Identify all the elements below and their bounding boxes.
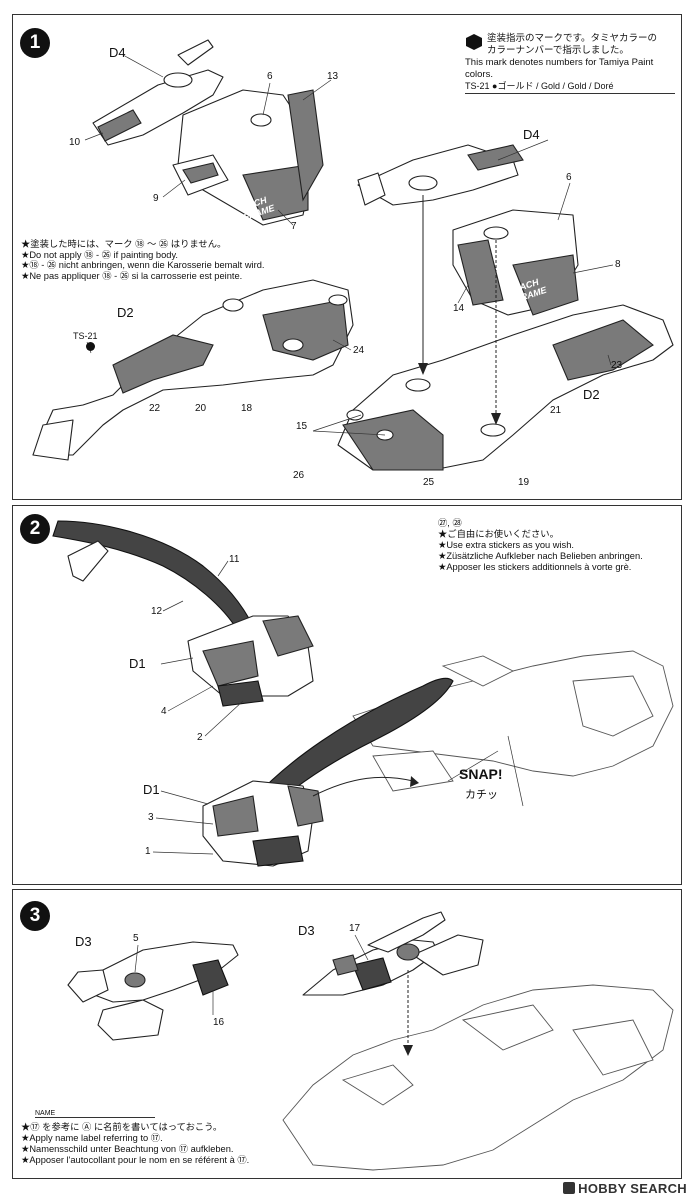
part-d2-left	[32, 279, 354, 461]
step1-panel: 1	[12, 14, 682, 500]
assembled-body-outline	[352, 650, 674, 792]
part-number: 5	[133, 933, 139, 944]
step1-number: 1	[20, 28, 50, 58]
step1-illustration	[32, 39, 674, 471]
name-note-line: ★Apposer l'autocollant pour le nom en se…	[21, 1155, 250, 1165]
label-d3: D3	[298, 923, 315, 938]
part-number: 16	[213, 1017, 225, 1028]
part-d1-wing-upper	[52, 520, 314, 707]
step3-number: 3	[20, 901, 50, 931]
sticker-note-line: ★Use extra stickers as you wish.	[438, 540, 574, 550]
part-d4-upper-left	[92, 39, 324, 226]
part-d1-wing-lower	[202, 677, 454, 867]
label-d4: D4	[109, 45, 126, 60]
label-d1: D1	[129, 656, 146, 671]
part-number: 15	[296, 421, 308, 432]
sticker-note-line: ★Apposer les stickers additionnels à vor…	[438, 562, 632, 572]
watermark-text: HOBBY SEARCH	[578, 1181, 687, 1196]
name-note-line: ★Apply name label referring to ⑰.	[21, 1133, 163, 1143]
paint-dot-icon: ●	[492, 81, 498, 91]
part-number: 19	[518, 477, 530, 488]
label-ts21: TS-21	[73, 331, 98, 341]
part-number: 26	[293, 470, 305, 481]
part-d2-right	[337, 304, 674, 471]
part-number: 17	[349, 923, 361, 934]
hobby-search-logo-icon	[563, 1182, 576, 1194]
part-number: 20	[195, 403, 207, 414]
part-number: 3	[148, 812, 154, 823]
name-note-line: ★⑰ を参考に Ⓐ に名前を書いてはっておこう。	[21, 1122, 223, 1132]
part-number: 1	[145, 846, 151, 857]
paint-note-en: This mark denotes numbers for Tamiya Pai…	[465, 57, 653, 80]
paint-pointer-icon	[86, 342, 95, 351]
part-number: 6	[267, 71, 273, 82]
body-note-line: ★Do not apply ⑱ - ㉖ if painting body.	[21, 249, 178, 260]
part-number: 6	[566, 172, 572, 183]
paint-note-en-line2: colors.	[465, 68, 493, 80]
label-d4: D4	[523, 127, 540, 142]
part-number: 25	[423, 477, 435, 488]
assembled-body-outline	[282, 984, 674, 1171]
step2-number: 2	[20, 514, 50, 544]
part-number: 13	[327, 71, 339, 82]
body-paint-note: ★塗装した時には、マーク ⑱ 〜 ㉖ はりません。 ★Do not apply …	[21, 239, 264, 281]
snap-label-jp: カチッ	[465, 789, 498, 801]
part-number: 11	[229, 554, 240, 565]
step2-illustration	[52, 520, 674, 867]
step2-panel: 2	[12, 505, 682, 885]
paint-color-names: ゴールド / Gold / Gold / Doré	[497, 81, 614, 91]
part-number: 8	[615, 259, 621, 270]
step3-illustration	[67, 911, 674, 1171]
sticker-note-line: ★Züsätzliche Aufkleber nach Belieben anb…	[438, 551, 643, 561]
part-number: 2	[197, 732, 203, 743]
part-number: 12	[151, 606, 163, 617]
paint-note-jp-line2: カラーナンバーで指示しました。	[487, 44, 629, 56]
label-d2: D2	[583, 387, 600, 402]
tamiya-paint-hex-icon	[465, 33, 483, 56]
name-label-note: ★⑰ を参考に Ⓐ に名前を書いてはっておこう。 ★Apply name lab…	[21, 1122, 249, 1166]
step3-panel: 3 D3 D3 5	[12, 889, 682, 1179]
part-d3-left	[67, 941, 239, 1041]
part-number: 18	[241, 403, 253, 414]
snap-arrow	[312, 776, 414, 797]
paint-mark-note: 塗装指示のマークです。タミヤカラーの カラーナンバーで指示しました。	[487, 33, 657, 56]
paint-note-jp-line1: 塗装指示のマークです。タミヤカラーの	[487, 33, 658, 44]
part-d4-right	[357, 144, 579, 316]
label-d3: D3	[75, 934, 92, 949]
label-d2: D2	[117, 305, 134, 320]
extra-sticker-note: ㉗, ㉘ ★ご自由にお使いください。 ★Use extra stickers a…	[438, 518, 643, 573]
part-number: 23	[611, 360, 623, 371]
body-note-line: ★⑱ - ㉖ nicht anbringen, wenn die Karosse…	[21, 260, 265, 270]
sticker-note-line: ㉗, ㉘	[438, 518, 462, 528]
paint-color-code: TS-21	[465, 81, 490, 91]
paint-color-line: TS-21 ●ゴールド / Gold / Gold / Doré	[465, 81, 675, 94]
body-note-line: ★塗装した時には、マーク ⑱ 〜 ㉖ はりません。	[21, 239, 227, 249]
part-number: 22	[149, 403, 161, 414]
part-number: 7	[291, 221, 297, 232]
part-number: 9	[153, 193, 159, 204]
part-number: 24	[353, 345, 365, 356]
hobby-search-watermark: HOBBY SEARCH	[563, 1181, 687, 1196]
sticker-note-line: ★ご自由にお使いください。	[438, 529, 559, 539]
part-number: 14	[453, 303, 465, 314]
paint-note-en-line1: This mark denotes numbers for Tamiya Pai…	[465, 57, 654, 68]
name-label-sticker: NAME	[35, 1110, 155, 1118]
part-number: 10	[69, 137, 81, 148]
snap-label: SNAP!	[459, 766, 503, 782]
name-note-line: ★Namensschild unter Beachtung von ⑰ aufk…	[21, 1144, 234, 1154]
part-number: 21	[550, 405, 562, 416]
part-d3-right	[302, 911, 484, 996]
part-number: 4	[161, 706, 167, 717]
body-note-line: ★Ne pas appliquer ⑱ - ㉖ si la carrosseri…	[21, 270, 243, 281]
label-d1: D1	[143, 782, 160, 797]
